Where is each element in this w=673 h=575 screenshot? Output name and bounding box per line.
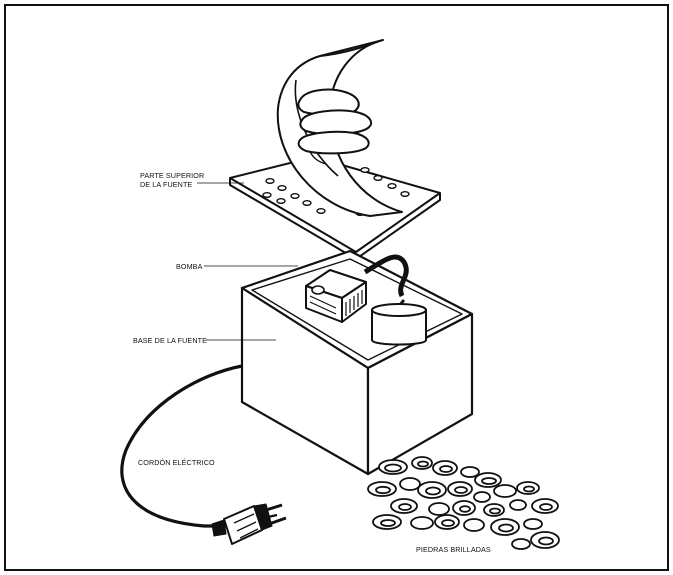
label-base-text: BASE DE LA FUENTE bbox=[133, 336, 207, 345]
label-stones: PIEDRAS BRILLADAS bbox=[416, 545, 491, 554]
label-top-line2: DE LA FUENTE bbox=[140, 180, 192, 189]
label-top-line1: PARTE SUPERIOR bbox=[140, 171, 204, 180]
label-stones-text: PIEDRAS BRILLADAS bbox=[416, 545, 491, 554]
label-cord: CORDÓN ELÉCTRICO bbox=[138, 458, 215, 467]
label-cord-text: CORDÓN ELÉCTRICO bbox=[138, 458, 215, 467]
label-pump-text: BOMBA bbox=[176, 262, 203, 271]
